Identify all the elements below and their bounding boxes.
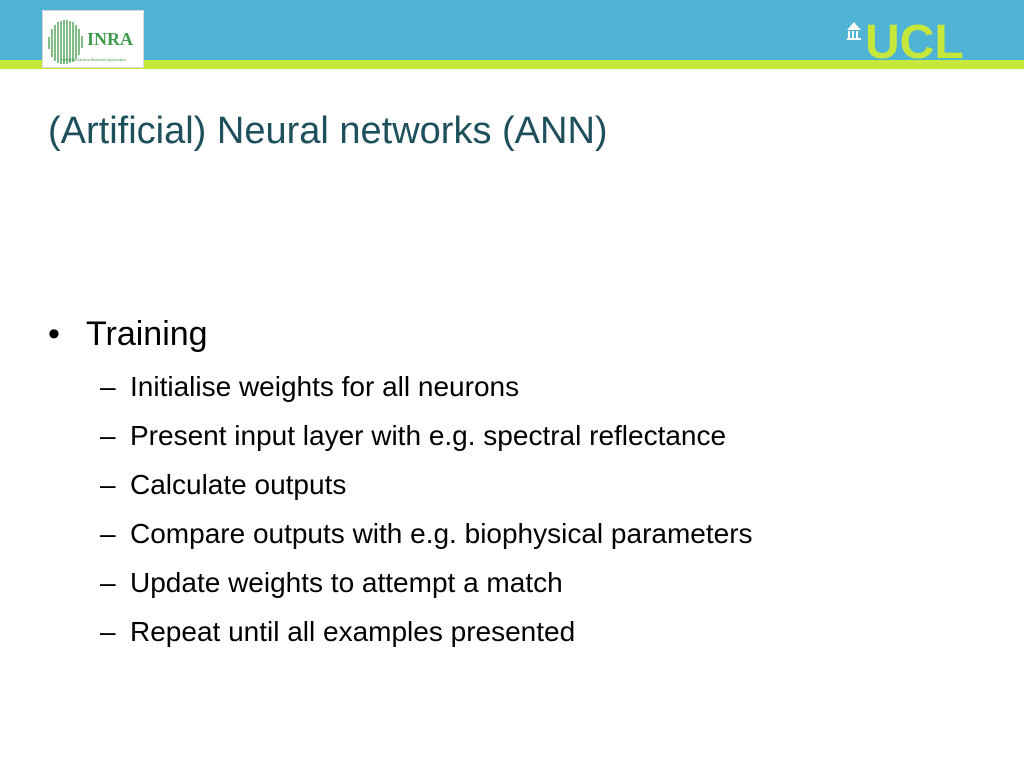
sub-bullet-list: –Initialise weights for all neurons –Pre… bbox=[48, 362, 988, 656]
inra-emblem-icon bbox=[48, 20, 83, 64]
inra-logo: INRA Institut National de la Recherche A… bbox=[42, 10, 144, 68]
inra-wordmark: INRA bbox=[87, 29, 133, 49]
sub-bullet-text: Initialise weights for all neurons bbox=[130, 371, 520, 402]
ucl-logo: UCL bbox=[845, 16, 995, 62]
bullet-text: Training bbox=[86, 315, 208, 353]
inra-tagline: Institut National de la Recherche Agrono… bbox=[60, 58, 126, 62]
bullet-marker: • bbox=[48, 315, 60, 353]
sub-bullet: –Repeat until all examples presented bbox=[48, 607, 988, 656]
sub-bullet-marker: – bbox=[100, 371, 116, 402]
sub-bullet: –Present input layer with e.g. spectral … bbox=[48, 411, 988, 460]
bullet-training: • Training bbox=[48, 312, 988, 356]
ucl-wordmark: UCL bbox=[865, 16, 964, 62]
sub-bullet-marker: – bbox=[100, 616, 116, 647]
sub-bullet: –Initialise weights for all neurons bbox=[48, 362, 988, 411]
sub-bullet: –Calculate outputs bbox=[48, 460, 988, 509]
sub-bullet-marker: – bbox=[100, 469, 116, 500]
sub-bullet: –Update weights to attempt a match bbox=[48, 558, 988, 607]
sub-bullet-marker: – bbox=[100, 420, 116, 451]
sub-bullet-text: Update weights to attempt a match bbox=[130, 567, 563, 598]
sub-bullet-marker: – bbox=[100, 567, 116, 598]
header-stripe bbox=[0, 60, 1024, 69]
bullet-list: •Training –Initialise weights for all ne… bbox=[48, 312, 988, 656]
sub-bullet-text: Calculate outputs bbox=[130, 469, 347, 500]
sub-bullet-text: Repeat until all examples presented bbox=[130, 616, 576, 647]
ucl-portico-icon bbox=[847, 22, 861, 40]
slide-title: (Artificial) Neural networks (ANN) bbox=[48, 110, 608, 152]
sub-bullet-text: Present input layer with e.g. spectral r… bbox=[130, 420, 727, 451]
sub-bullet-text: Compare outputs with e.g. biophysical pa… bbox=[130, 518, 753, 549]
sub-bullet-marker: – bbox=[100, 518, 116, 549]
sub-bullet: –Compare outputs with e.g. biophysical p… bbox=[48, 509, 988, 558]
